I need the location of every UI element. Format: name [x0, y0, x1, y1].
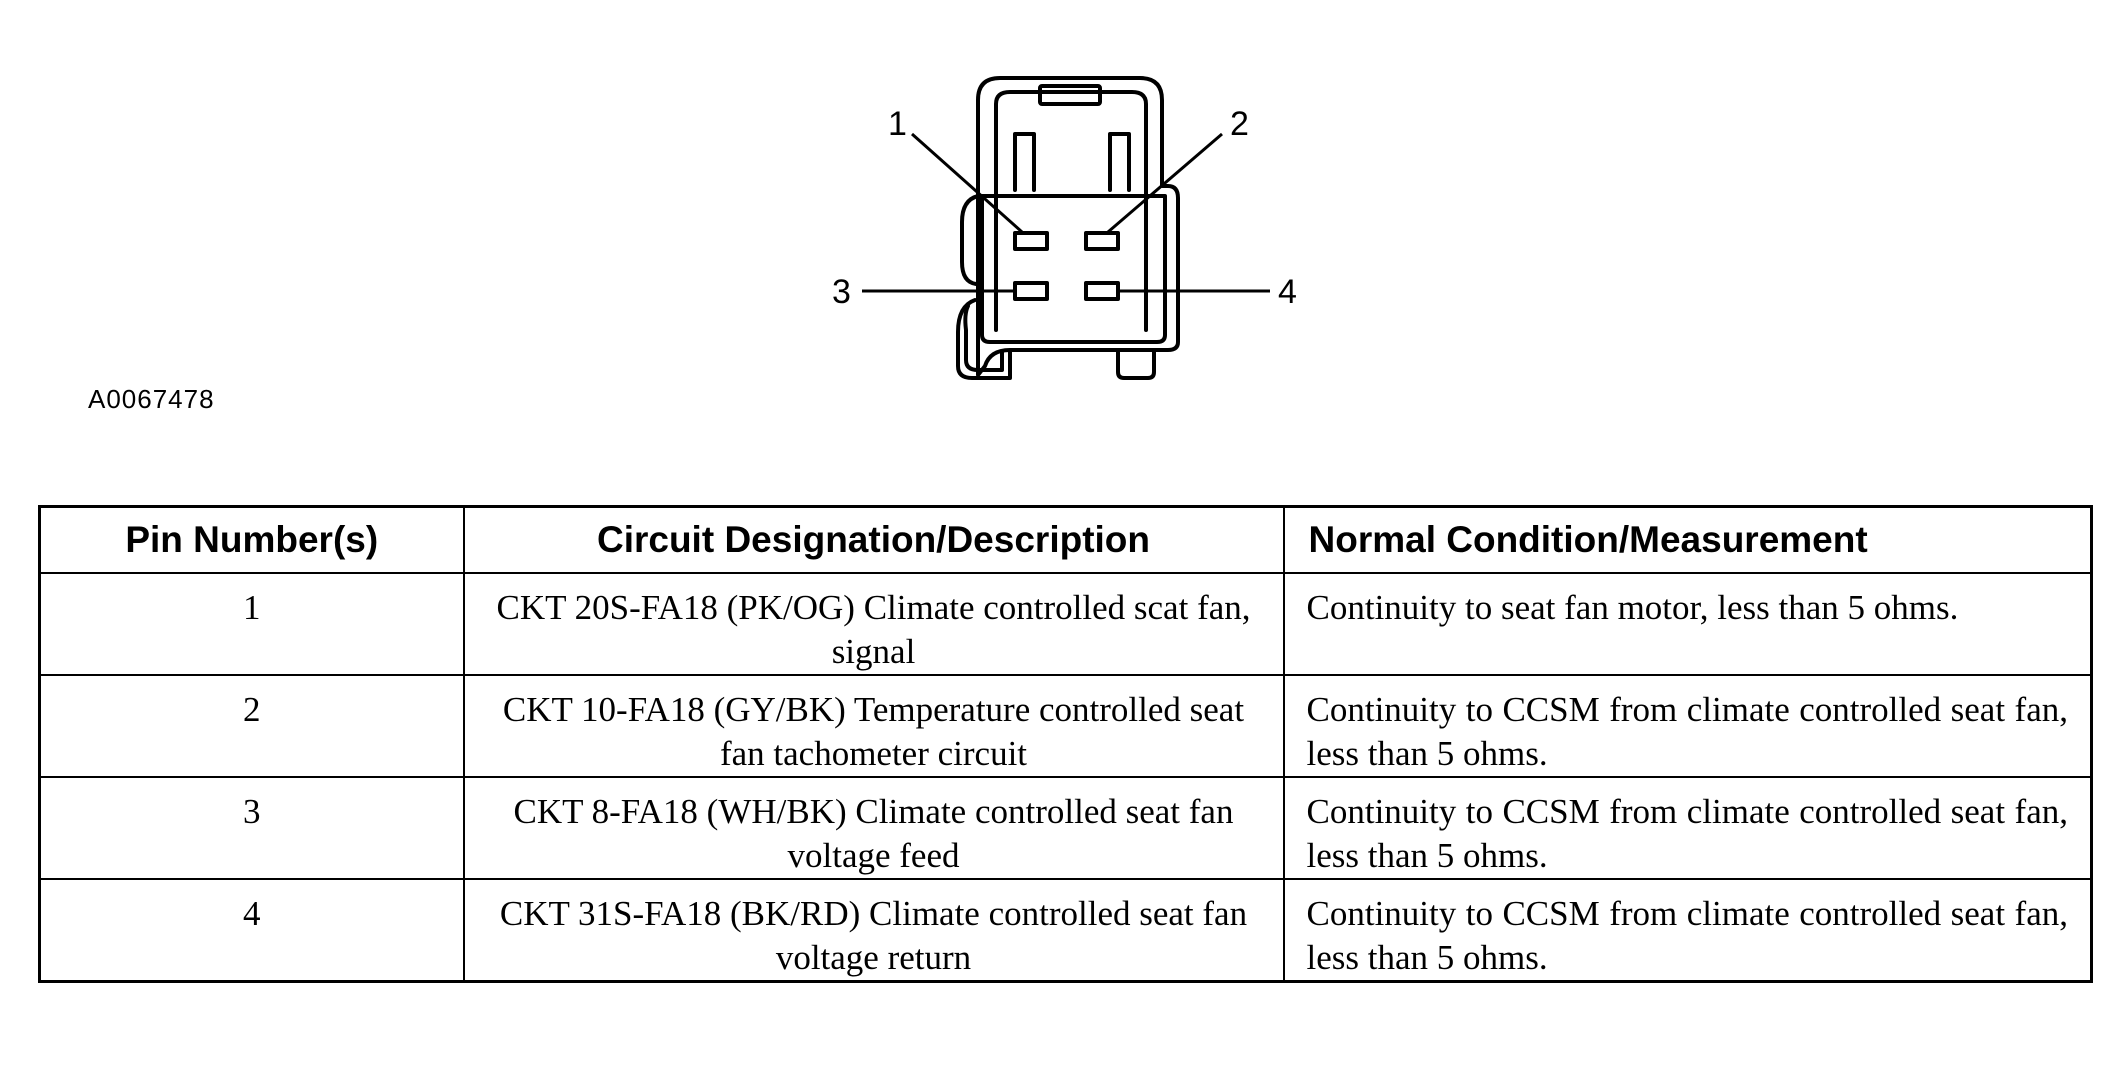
pin-4-cavity [1084, 281, 1120, 301]
measurement-cell: Continuity to CCSM from climate controll… [1282, 674, 2093, 778]
measurement-cell: Continuity to CCSM from climate controll… [1282, 878, 2093, 983]
pinout-table: Pin Number(s) Circuit Designation/Descri… [38, 505, 2093, 983]
pin-callout-2: 2 [1230, 105, 1249, 143]
header-measurement: Normal Condition/Measurement [1282, 505, 2093, 574]
pin-leader-lines [862, 132, 1270, 293]
table-row: 2 CKT 10-FA18 (GY/BK) Temperature contro… [38, 674, 2093, 778]
header-pin-number: Pin Number(s) [38, 505, 465, 574]
pin-callout-3: 3 [832, 273, 851, 311]
pin-callout-4: 4 [1278, 273, 1297, 311]
circuit-cell: CKT 8-FA18 (WH/BK) Climate controlled se… [462, 776, 1285, 880]
measurement-cell: Continuity to CCSM from climate controll… [1282, 776, 2093, 880]
connector-face-outline [956, 76, 1180, 380]
measurement-cell: Continuity to seat fan motor, less than … [1282, 572, 2093, 676]
pin-1-cavity [1013, 231, 1049, 251]
circuit-cell: CKT 10-FA18 (GY/BK) Temperature controll… [462, 674, 1285, 778]
connector-diagram: 1 2 3 4 [832, 76, 1297, 380]
table-row: 3 CKT 8-FA18 (WH/BK) Climate controlled … [38, 776, 2093, 880]
pin-3-cavity [1013, 281, 1049, 301]
pin-cell: 2 [38, 674, 465, 778]
pin-cell: 3 [38, 776, 465, 880]
circuit-cell: CKT 31S-FA18 (BK/RD) Climate controlled … [462, 878, 1285, 983]
header-circuit: Circuit Designation/Description [462, 505, 1285, 574]
pin-2-cavity [1084, 231, 1120, 251]
table-header-row: Pin Number(s) Circuit Designation/Descri… [38, 505, 2093, 574]
table-row: 1 CKT 20S-FA18 (PK/OG) Climate controlle… [38, 572, 2093, 676]
pin-cell: 1 [38, 572, 465, 676]
pin-callout-1: 1 [888, 105, 907, 143]
figure-id: A0067478 [88, 384, 215, 414]
pin-cell: 4 [38, 878, 465, 983]
circuit-cell: CKT 20S-FA18 (PK/OG) Climate controlled … [462, 572, 1285, 676]
table-row: 4 CKT 31S-FA18 (BK/RD) Climate controlle… [38, 878, 2093, 983]
